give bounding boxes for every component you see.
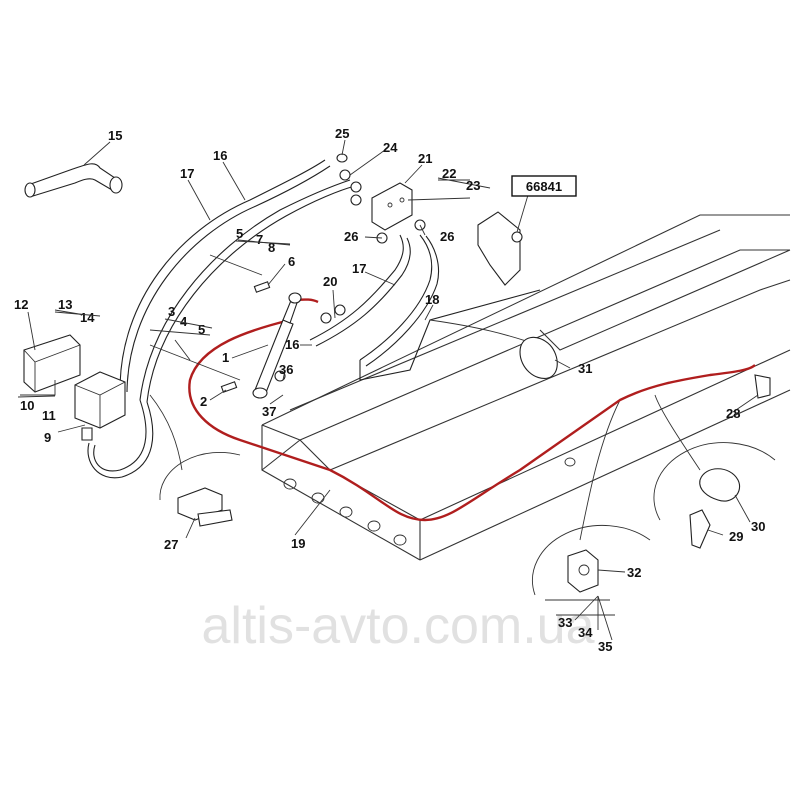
callout-5-lower: 5 (198, 322, 205, 337)
callout-29: 29 (729, 529, 743, 544)
callout-32: 32 (627, 565, 641, 580)
callout-2: 2 (200, 394, 207, 409)
callout-labels: 15 16 17 25 24 21 22 23 5 7 8 6 26 26 17… (14, 126, 765, 654)
callout-17-lower: 17 (352, 261, 366, 276)
pin-part-6 (253, 281, 271, 293)
callout-9: 9 (44, 430, 51, 445)
callout-19: 19 (291, 536, 305, 551)
chassis-frame (261, 214, 791, 561)
callout-30: 30 (751, 519, 765, 534)
watermark: altis-avto.com.ua (201, 597, 594, 655)
part-ref-number: 66841 (526, 179, 562, 194)
pin-part-2 (220, 381, 238, 393)
callout-36: 36 (279, 362, 293, 377)
cylinder-part-1 (252, 292, 302, 399)
callout-25: 25 (335, 126, 349, 141)
callout-27: 27 (164, 537, 178, 552)
callout-21: 21 (418, 151, 432, 166)
clamp-part-30 (699, 468, 740, 502)
connector-part-28 (754, 374, 771, 399)
callout-13: 13 (58, 297, 72, 312)
callout-15: 15 (108, 128, 122, 143)
callout-14: 14 (80, 310, 95, 325)
callout-1: 1 (222, 350, 229, 365)
clip-part-29 (689, 509, 711, 549)
control-valve-66841 (477, 211, 523, 286)
callout-26-left: 26 (344, 229, 358, 244)
callout-16-lower: 16 (285, 337, 299, 352)
callout-7: 7 (256, 232, 263, 247)
hose-elbow-part-15 (24, 163, 123, 198)
callout-4: 4 (180, 314, 188, 329)
callout-26-right: 26 (440, 229, 454, 244)
callout-6: 6 (288, 254, 295, 269)
callout-22: 22 (442, 166, 456, 181)
callout-12: 12 (14, 297, 28, 312)
clip-part-27 (177, 487, 233, 527)
hose-lines (87, 159, 701, 541)
callout-24: 24 (383, 140, 398, 155)
valve-box-part-9 (74, 371, 126, 441)
callout-28: 28 (726, 406, 740, 421)
callout-3: 3 (168, 304, 175, 319)
detail-circle-32 (532, 525, 651, 596)
bracket-part-12 (23, 334, 81, 393)
leader-lines (20, 139, 759, 641)
detail-circle-30 (653, 442, 776, 521)
mounting-plate-part-21 (371, 182, 413, 231)
callout-33: 33 (558, 615, 572, 630)
clamp-part-31 (519, 336, 558, 379)
callout-17: 17 (180, 166, 194, 181)
callout-18: 18 (425, 292, 439, 307)
callout-10: 10 (20, 398, 34, 413)
callout-8: 8 (268, 240, 275, 255)
callout-34: 34 (578, 625, 593, 640)
callout-31: 31 (578, 361, 592, 376)
callout-16: 16 (213, 148, 227, 163)
part-ref-box (511, 175, 577, 197)
callout-37: 37 (262, 404, 276, 419)
group-underlines (17, 179, 615, 616)
callout-23: 23 (466, 178, 480, 193)
callout-5: 5 (236, 226, 243, 241)
highlighted-line-19 (188, 318, 756, 522)
callout-20: 20 (323, 274, 337, 289)
callout-35: 35 (598, 639, 612, 654)
callout-11: 11 (42, 408, 56, 423)
detail-circle-27 (159, 451, 241, 501)
clip-part-32 (567, 549, 599, 593)
